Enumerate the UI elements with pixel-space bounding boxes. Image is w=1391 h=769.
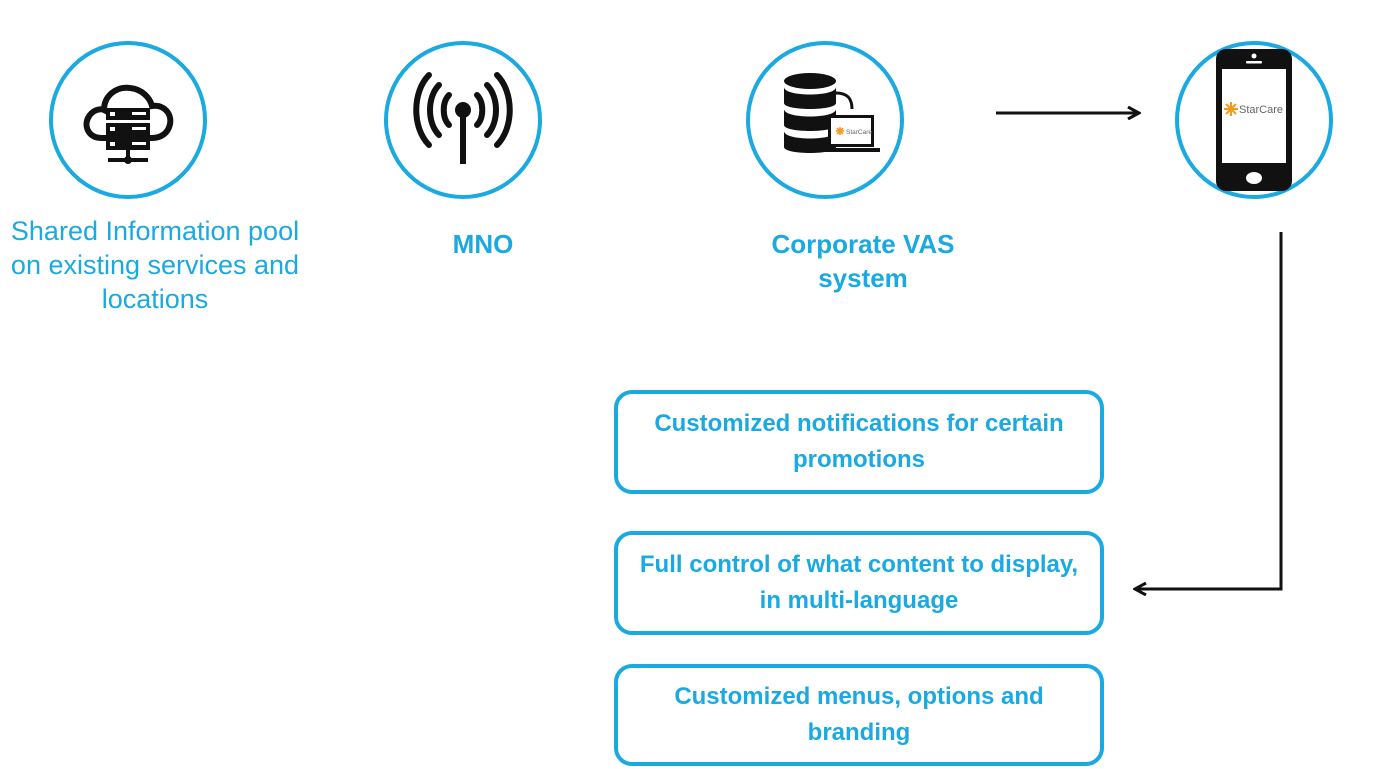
arrow-phone-to-features [1136, 232, 1283, 589]
phone-node: StarCare [1175, 41, 1333, 199]
mno-node [384, 41, 542, 199]
vas-logo-text: StarCare [846, 129, 872, 136]
database-laptop-icon: StarCare [784, 73, 880, 153]
shared-pool-node [49, 41, 207, 199]
shared-pool-label: Shared Information pool on existing serv… [10, 216, 300, 314]
feature-box-notifications: Customized notifications for certain pro… [614, 390, 1104, 494]
antenna-icon [413, 72, 513, 164]
vas-label: Corporate VAS system [771, 229, 955, 293]
phone-logo-text: StarCare [1239, 104, 1283, 116]
feature-text-notifications: Customized notifications for certain pro… [654, 410, 1064, 473]
feature-box-branding: Customized menus, options and branding [614, 664, 1104, 766]
feature-text-branding: Customized menus, options and branding [674, 683, 1044, 746]
smartphone-icon: StarCare [1216, 49, 1292, 191]
vas-node: StarCare [746, 41, 904, 199]
mno-label: MNO [452, 229, 514, 259]
feature-box-content-control: Full control of what content to display,… [614, 531, 1104, 635]
feature-text-content-control: Full control of what content to display,… [639, 551, 1079, 614]
cloud-server-icon [83, 84, 174, 164]
